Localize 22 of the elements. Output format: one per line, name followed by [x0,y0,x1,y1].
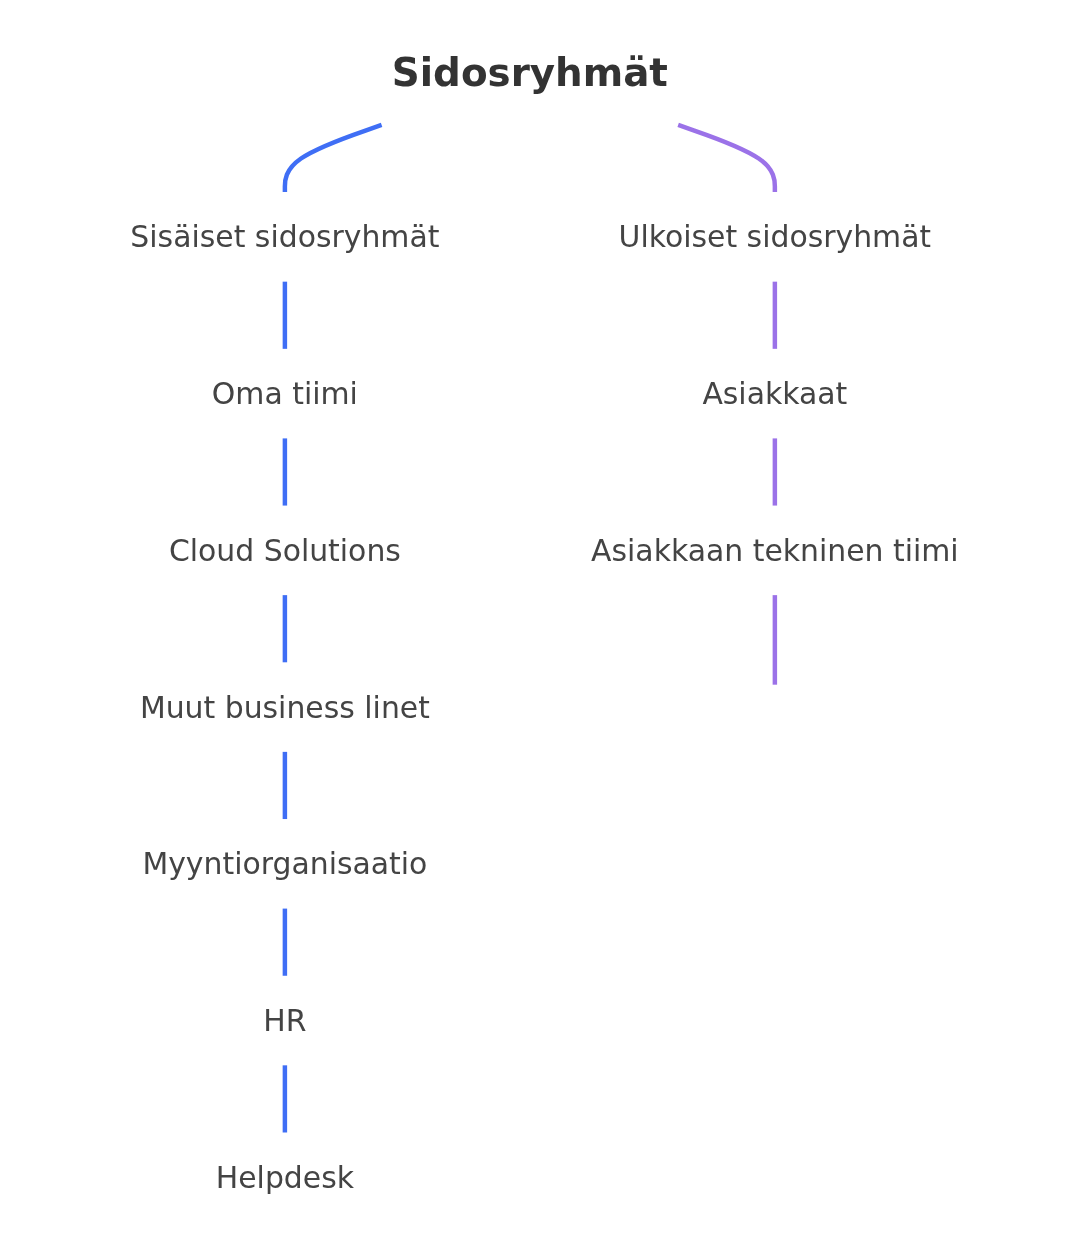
node-text: Muut business linet [139,689,430,725]
connector-line [772,281,778,349]
node-text: Ulkoiset sidosryhmät [618,218,932,255]
node-text: Cloud Solutions [168,532,401,569]
connector-line [772,438,778,506]
connector-line [282,908,288,976]
connector-line [677,122,778,193]
connector-line [282,122,383,193]
node-text: Asiakkaat [702,375,848,412]
node-text: Helpdesk [215,1159,355,1196]
connector-line [282,1065,288,1133]
node-text: HR [263,1002,307,1039]
connector-line [282,438,288,506]
connector-line [282,281,288,349]
node-text: Asiakkaan tekninen tiimi [591,532,959,569]
connector-line [282,595,288,663]
node-text: Sidosryhmät [391,50,668,96]
connector-line [282,751,288,820]
connector-line [772,595,778,685]
node-text: Sisäiset sidosryhmät [130,218,440,255]
node-text: Oma tiimi [211,375,358,412]
node-text: Myyntiorganisaatio [142,845,428,882]
